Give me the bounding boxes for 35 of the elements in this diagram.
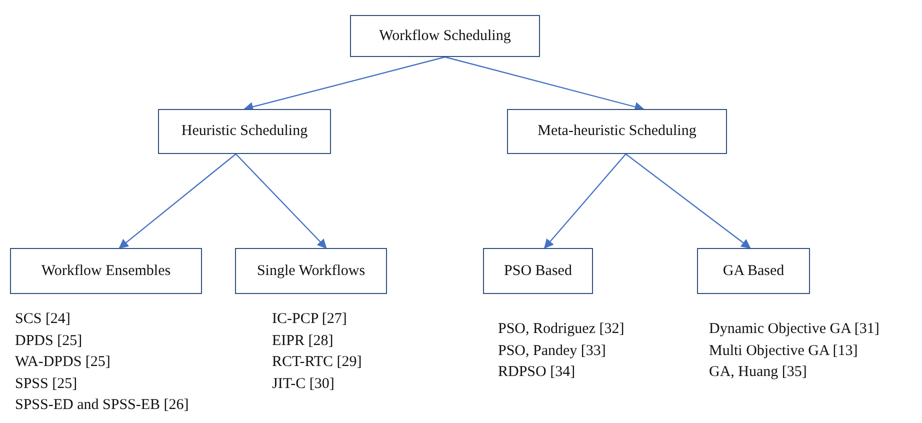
process-box xyxy=(350,15,540,57)
list-item: JIT-C [30] xyxy=(272,374,334,394)
list-item: EIPR [28] xyxy=(272,332,334,350)
list-item: IC-PCP [27] xyxy=(272,310,347,329)
node-label: PSO Based xyxy=(504,262,572,280)
list-item: WA-DPDS [25] xyxy=(15,353,110,372)
list-item: GA, Huang [35] xyxy=(709,363,807,382)
node-label: Workflow Scheduling xyxy=(379,28,511,44)
list-item: RDPSO [34] xyxy=(498,363,576,382)
arrow xyxy=(235,154,327,249)
list-item: Multi Objective GA [13] xyxy=(709,342,858,360)
node-label: Single Workflows xyxy=(256,262,366,280)
list-item: DPDS [25] xyxy=(15,332,82,350)
node-label: Meta-heuristic Scheduling xyxy=(538,123,696,140)
list-item: RCT-RTC [29] xyxy=(272,353,362,372)
node-label: Heuristic Scheduling xyxy=(181,123,308,140)
list-item: Dynamic Objective GA [31] xyxy=(709,320,880,339)
process-box xyxy=(507,109,727,154)
process-box xyxy=(697,248,810,294)
arrow xyxy=(244,56,446,112)
arrow xyxy=(544,154,626,249)
process-box xyxy=(235,248,387,294)
list-item: PSO, Rodriguez [32] xyxy=(498,320,624,339)
process-box xyxy=(483,248,593,294)
list-item: SPSS-ED and SPSS-EB [26] xyxy=(15,396,189,415)
list-item: PSO, Pandey [33] xyxy=(498,342,606,360)
node-label: GA Based xyxy=(722,262,784,280)
arrow xyxy=(625,154,751,249)
arrow xyxy=(118,154,236,249)
node-label: Workflow Ensembles xyxy=(41,262,171,280)
list-item: SCS [24] xyxy=(15,310,70,329)
process-box xyxy=(10,248,202,294)
list-item: SPSS [25] xyxy=(15,374,78,394)
process-box xyxy=(158,109,331,154)
arrow xyxy=(444,56,644,112)
